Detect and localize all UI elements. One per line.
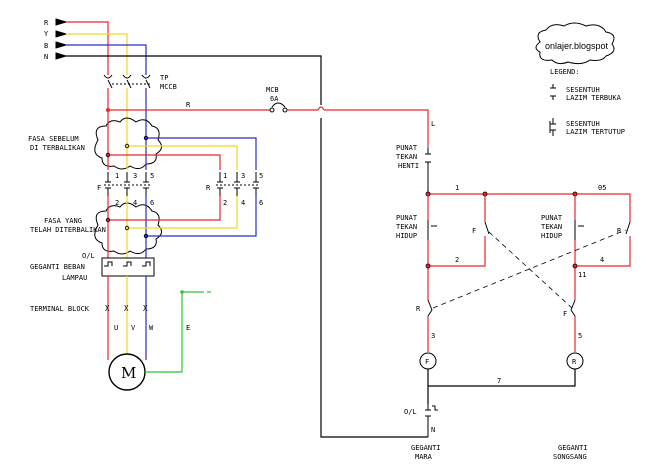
r-feed-label: R (186, 101, 191, 109)
wire-5: 5 (578, 332, 582, 340)
wire-1: 1 (455, 184, 459, 192)
tb-x-1: X (105, 304, 110, 313)
l-label: L (431, 120, 435, 128)
ol-contact-label: O/L (404, 408, 417, 416)
phase-wires (66, 21, 428, 438)
f-term-5: 5 (150, 172, 154, 180)
f-contactor-label: F (97, 184, 101, 192)
f-term-1: 1 (115, 172, 119, 180)
f-interlock-label: F (563, 310, 567, 318)
motor: M (108, 353, 146, 391)
tb-x-2: X (124, 304, 129, 313)
phase-y-label: Y (44, 30, 49, 38)
wire-4: 4 (600, 256, 604, 264)
phase-b-label: B (44, 42, 48, 50)
f-term-4: 4 (133, 199, 137, 207)
wire-7: 7 (497, 377, 501, 385)
r-term-6: 6 (259, 199, 263, 207)
coil-f-label: F (425, 358, 429, 366)
phase-r-label: R (44, 19, 49, 27)
f-term-2: 2 (115, 199, 119, 207)
u-label: U (114, 324, 118, 332)
earth-wiring: E (145, 290, 212, 373)
f-term-6: 6 (150, 199, 154, 207)
v-label: V (131, 324, 136, 332)
motor-label: M (121, 364, 136, 382)
r-term-4: 4 (241, 199, 245, 207)
wire-05: 05 (598, 184, 606, 192)
f-hold-label: F (472, 227, 476, 235)
n-label: N (431, 426, 435, 434)
earth-label: E (186, 324, 190, 332)
r-term-3: 3 (241, 172, 245, 180)
legend-title: LEGEND: (550, 68, 580, 76)
phase-n-label: N (44, 53, 48, 61)
r-interlock-label: R (416, 305, 421, 313)
terminal-block-label: TERMINAL BLOCK (30, 305, 90, 313)
r-hold-label: R (617, 227, 622, 235)
site-label: onlajer.blogspot (545, 41, 609, 51)
f-term-3: 3 (133, 172, 137, 180)
phase-inputs: R Y B N (44, 18, 68, 61)
r-term-1: 1 (223, 172, 227, 180)
wire-2: 2 (455, 256, 459, 264)
wire-11: 11 (578, 271, 586, 279)
coil-r-label: R (572, 358, 577, 366)
r-term-2: 2 (223, 199, 227, 207)
tb-x-3: X (143, 304, 148, 313)
terminal-block: TERMINAL BLOCK X X X U V W (30, 304, 154, 332)
r-term-5: 5 (259, 172, 263, 180)
r-contactor-label: R (206, 184, 211, 192)
power-wiring: F 1 3 5 2 4 6 R 1 3 5 2 4 6 (97, 122, 263, 258)
wire-3: 3 (431, 332, 435, 340)
w-label: W (149, 324, 154, 332)
